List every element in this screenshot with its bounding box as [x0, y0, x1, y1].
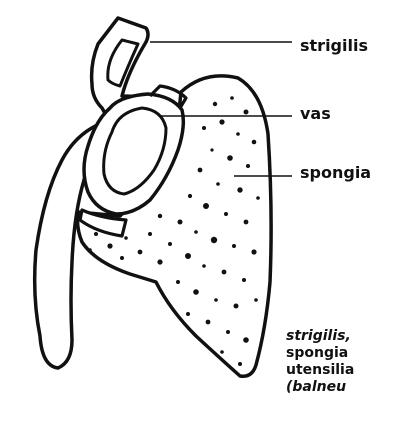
caption: strigilis, spongia utensilia (balneu: [286, 328, 354, 396]
spongia-label: spongia: [300, 163, 371, 182]
caption-line-2: spongia: [286, 345, 354, 362]
strigilis-label: strigilis: [300, 36, 368, 55]
caption-line-3: utensilia: [286, 362, 354, 379]
caption-line-1: strigilis,: [286, 328, 354, 345]
vas-label: vas: [300, 104, 331, 123]
caption-line-4: (balneu: [286, 379, 354, 396]
